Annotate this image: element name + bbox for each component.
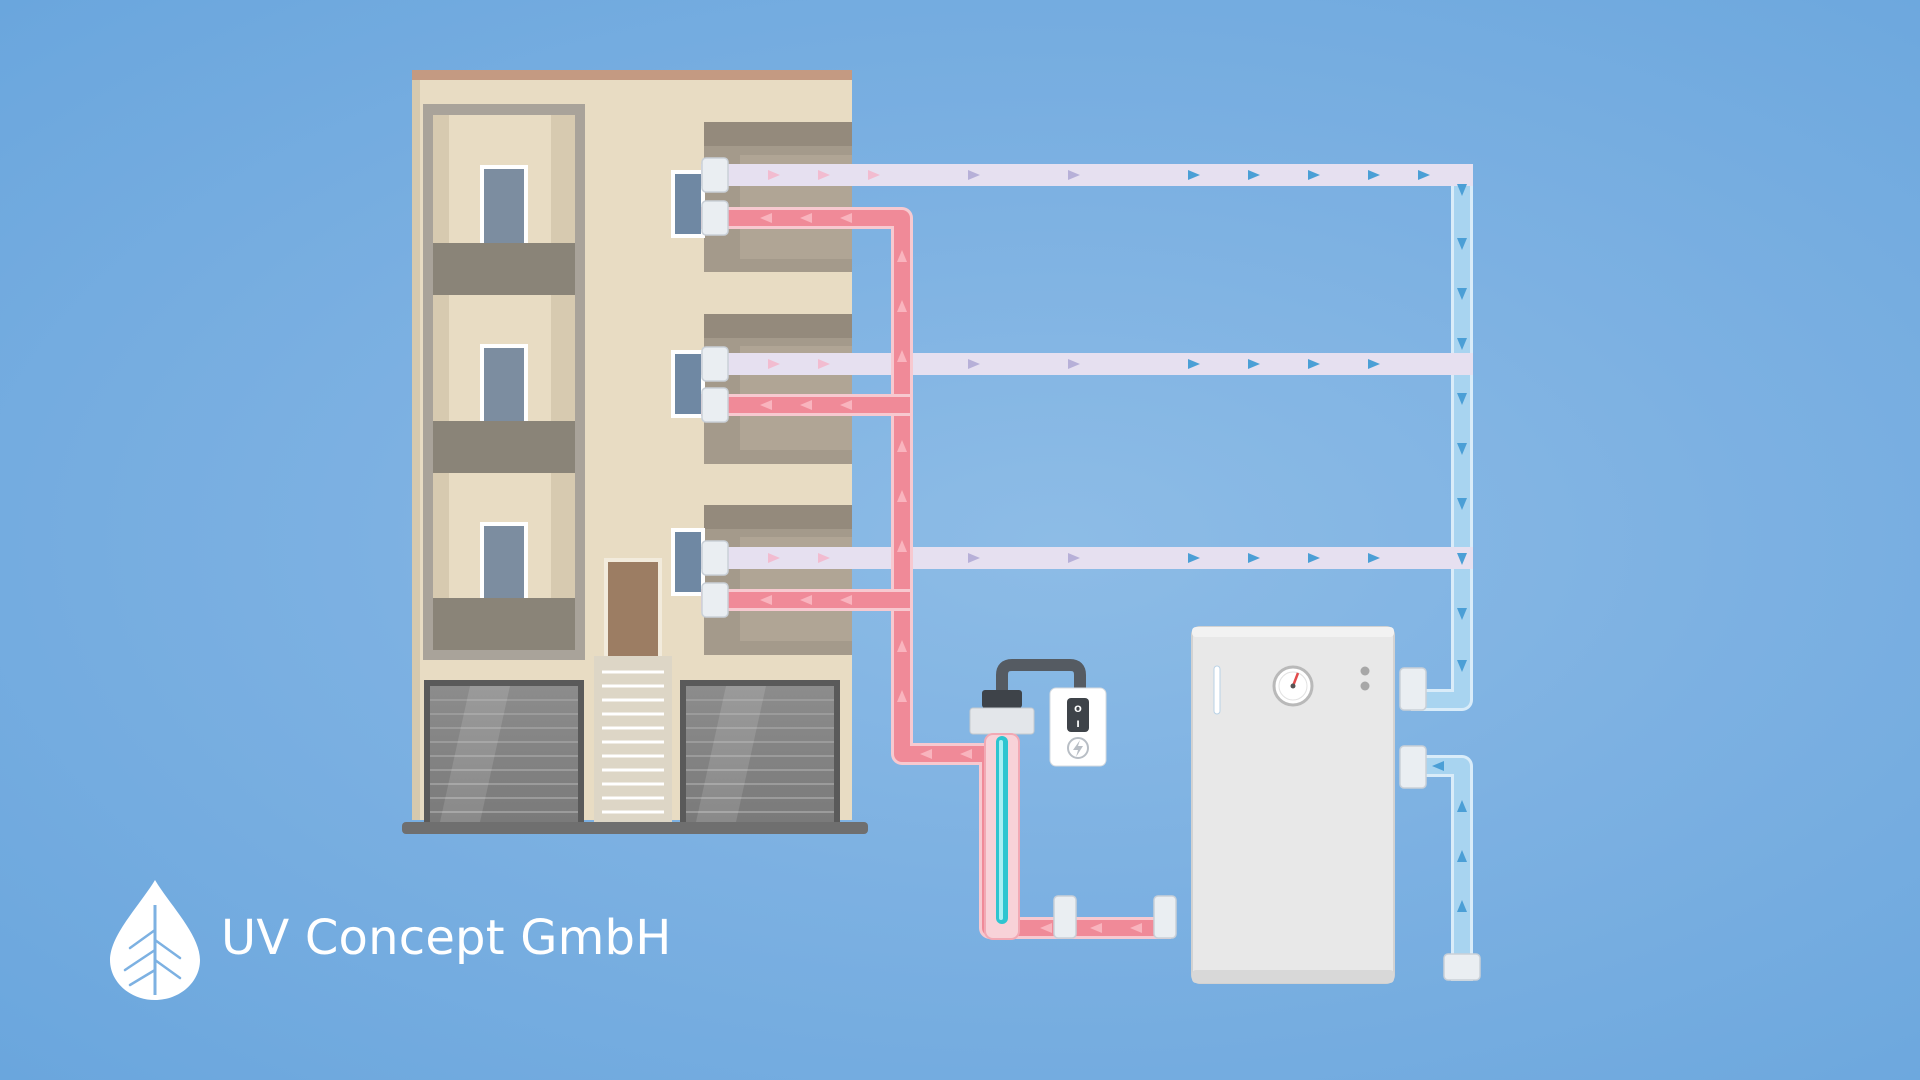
switch-off-label: O xyxy=(1074,705,1082,715)
balcony xyxy=(433,598,575,650)
cold-water-inlet xyxy=(1410,758,1470,978)
radiator xyxy=(675,174,701,234)
entrance-stairs xyxy=(594,656,672,822)
uv-cable xyxy=(996,659,1086,705)
water-heater xyxy=(1191,626,1395,984)
entrance-door xyxy=(608,562,658,658)
switch-on-label: I xyxy=(1076,720,1079,730)
pressure-gauge-icon xyxy=(1272,665,1314,707)
radiator xyxy=(675,354,701,414)
uv-lamp-cap xyxy=(982,690,1022,708)
roof-edge xyxy=(412,70,852,80)
power-switch-box: O I xyxy=(1049,687,1107,767)
balcony xyxy=(433,421,575,473)
apartment-building xyxy=(402,70,868,834)
lightning-bolt-icon xyxy=(1067,737,1089,759)
indicator-light xyxy=(1360,681,1370,691)
flow-arrows-hot xyxy=(760,213,1142,933)
brand-block: UV Concept GmbH xyxy=(105,878,672,998)
cold-return-riser xyxy=(1414,167,1470,708)
pipe-fittings xyxy=(701,157,1481,981)
balcony xyxy=(433,243,575,295)
flow-arrows-cold xyxy=(768,170,1467,912)
company-name: UV Concept GmbH xyxy=(221,910,672,966)
window xyxy=(484,169,524,245)
return-pipes xyxy=(701,164,1473,981)
garage-door xyxy=(686,686,834,822)
window xyxy=(484,526,524,602)
window xyxy=(484,348,524,424)
radiator xyxy=(675,532,701,592)
level-indicator xyxy=(1213,665,1221,715)
uv-disinfection-unit: O I xyxy=(969,659,1107,940)
garage-door xyxy=(430,686,578,822)
on-off-switch-icon[interactable]: O I xyxy=(1067,698,1089,732)
water-drop-leaf-icon xyxy=(110,880,200,1000)
indicator-light xyxy=(1360,666,1370,676)
ground-line xyxy=(402,822,868,834)
